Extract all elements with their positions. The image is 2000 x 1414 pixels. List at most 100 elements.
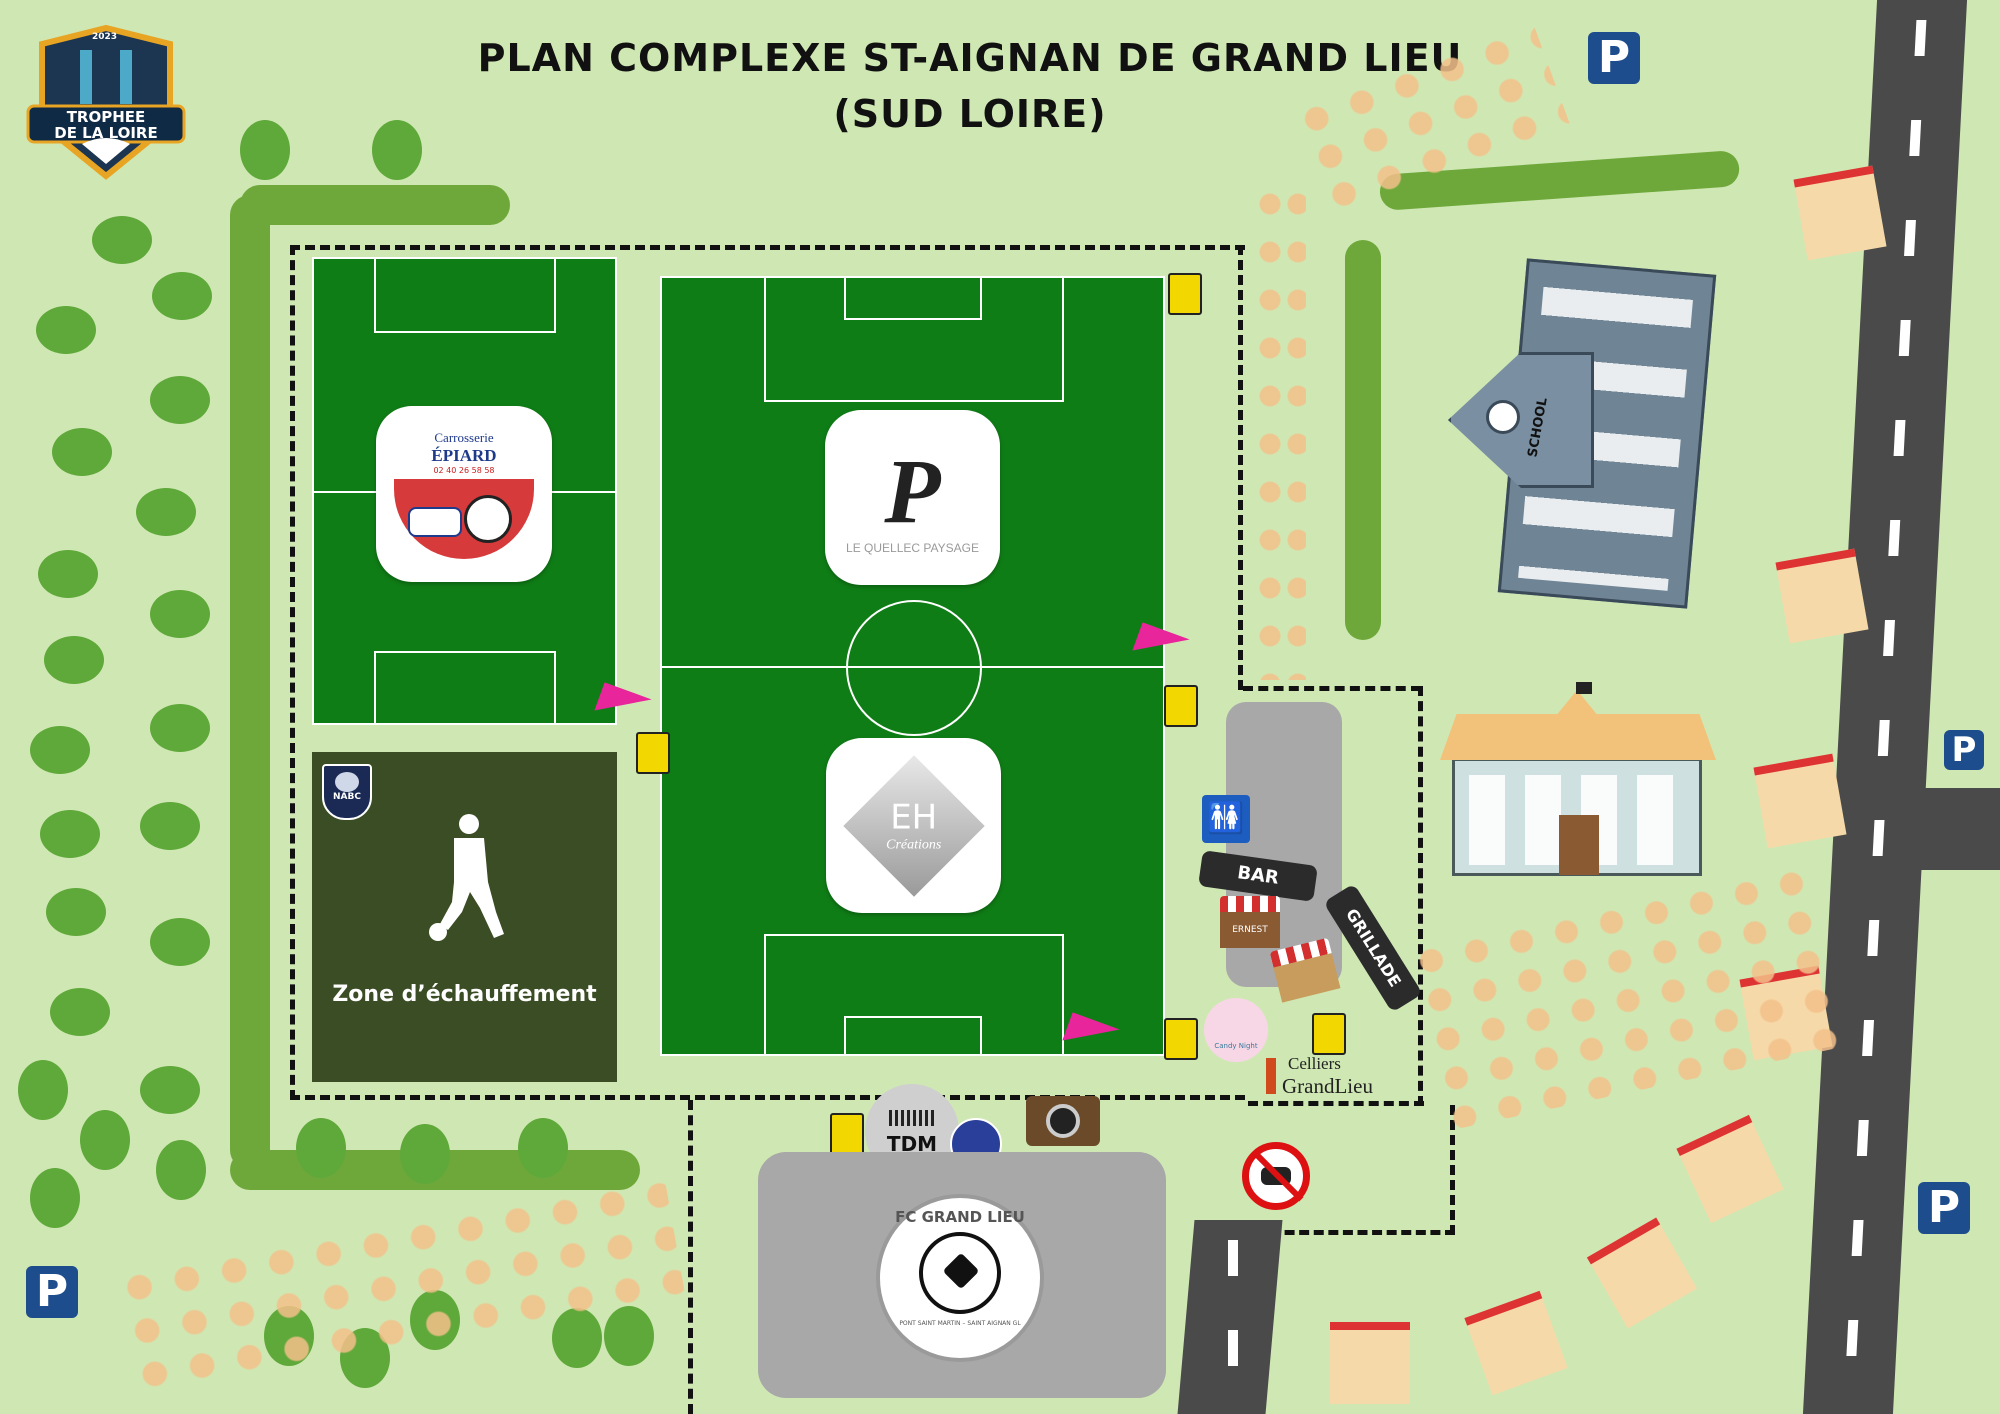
club-logo: FC GRAND LIEU PONT SAINT MARTIN – SAINT … [876,1194,1044,1362]
tree-icon [36,306,96,354]
tree-icon [136,488,196,536]
bin-icon [830,1113,864,1155]
bin-icon [636,732,670,774]
main-pitch-goalbox-bottom [844,1016,982,1054]
nabc-badge: NABC [322,764,372,820]
tree-icon [46,888,106,936]
tree-icon [150,590,210,638]
main-pitch-center-circle [846,600,982,736]
footprints-icon [1404,858,1856,1132]
map-title: PLAN COMPLEXE ST-AIGNAN DE GRAND LIEU (S… [0,30,1940,142]
tree-icon [92,216,152,264]
eh-diamond-icon: EH Créations [842,754,985,897]
perimeter-path-south-down [1450,1105,1460,1235]
tree-icon [80,1110,130,1170]
left-sponsor-art [394,478,534,559]
hedge-right [1345,240,1381,640]
le-quellec-logo-icon: P [884,439,941,542]
tree-icon [156,1140,206,1200]
tree-icon [150,376,210,424]
tree-icon [30,1168,80,1228]
tree-icon [140,802,200,850]
tree-icon [150,918,210,966]
event-logo-line2: DE LA LOIRE [54,124,158,142]
club-ring-text: PONT SAINT MARTIN – SAINT AIGNAN GL [899,1320,1021,1327]
clock-icon [1486,400,1520,434]
parking-sign: P [26,1266,78,1318]
main-bottom-sponsor: EH Créations [826,738,1001,913]
perimeter-path-east-down [1418,686,1428,1106]
house-icon [1586,1217,1698,1329]
parking-sign: P [1944,730,1984,770]
tree-icon [18,1060,68,1120]
event-logo: 2023 TROPHEE DE LA LOIRE [22,24,190,184]
tree-icon [50,988,110,1036]
car-icon [408,506,462,537]
tree-icon [335,772,359,792]
celliers-line2: GrandLieu [1282,1074,1373,1098]
flag-icon [1576,682,1592,694]
left-sponsor-brand: ÉPIARD [431,445,497,465]
tree-icon [518,1118,568,1178]
house-icon [1676,1114,1784,1224]
town-hall [1452,758,1702,876]
hedge-top-left [240,185,510,225]
house-icon [1464,1290,1568,1396]
perimeter-path [290,245,1245,1100]
perimeter-path-south [1248,1101,1424,1111]
left-sponsor-phone: 02 40 26 58 58 [433,465,495,475]
left-pitch-box-top [374,259,556,333]
bar-stall: ERNEST [1220,896,1280,956]
parking-sign: P [1918,1182,1970,1234]
tree-icon [150,704,210,752]
tree-icon [52,428,112,476]
celliers-line1: Celliers [1288,1054,1341,1073]
tree-icon [140,1066,200,1114]
access-road-markings [1228,1240,1238,1414]
tree-icon [240,120,290,180]
left-sponsor-name: Carrosserie [434,429,494,445]
soundwave-icon [889,1110,935,1126]
celliers-bar-icon [1266,1058,1276,1094]
event-logo-year: 2023 [92,32,118,42]
left-pitch-box-bottom [374,651,556,723]
camera-lens [1046,1104,1080,1138]
hedge-left [230,195,270,1170]
left-pitch-sponsor: Carrosserie ÉPIARD 02 40 26 58 58 [376,406,552,582]
main-pitch [660,276,1165,1056]
bin-icon [1164,1018,1198,1060]
side-road [1920,788,2000,870]
main-top-sponsor-name: LE QUELLEC PAYSAGE [846,540,979,555]
candy-night-logo: Candy Night [1204,998,1268,1062]
tree-icon [400,1124,450,1184]
awning-icon [1220,896,1280,912]
football-icon [464,494,512,543]
tree-icon [30,726,90,774]
candy-night-label: Candy Night [1214,1042,1258,1050]
nabc-badge-label: NABC [333,792,361,802]
club-name: FC GRAND LIEU [895,1208,1025,1226]
footprints-icon [1256,180,1306,680]
bin-icon [1168,273,1202,315]
camera-icon [1026,1096,1100,1146]
perimeter-path-south-west [1270,1230,1455,1240]
title-line1: PLAN COMPLEXE ST-AIGNAN DE GRAND LIEU [477,36,1463,80]
celliers-logo: Celliers GrandLieu [1266,1054,1396,1100]
warmup-label: Zone d’échauffement [332,982,597,1007]
footprints-icon [112,1172,688,1408]
warmup-zone: NABC Zone d’échauffement [312,752,617,1082]
tree-icon [44,636,104,684]
main-pitch-goalbox-top [844,278,982,320]
tree-icon [296,1118,346,1178]
no-car-icon [1242,1142,1310,1210]
house-icon [1775,548,1869,644]
perimeter-path-sw-down [688,1100,698,1414]
tree-icon [38,550,98,598]
main-top-sponsor: P LE QUELLEC PAYSAGE [825,410,1000,585]
main-pitch-box-bottom [764,934,1064,1054]
tree-icon [152,272,212,320]
tree-icon [372,120,422,180]
parking-sign: P [1588,32,1640,84]
main-bottom-sponsor-name: EH [889,797,938,838]
house-icon [1793,165,1887,261]
